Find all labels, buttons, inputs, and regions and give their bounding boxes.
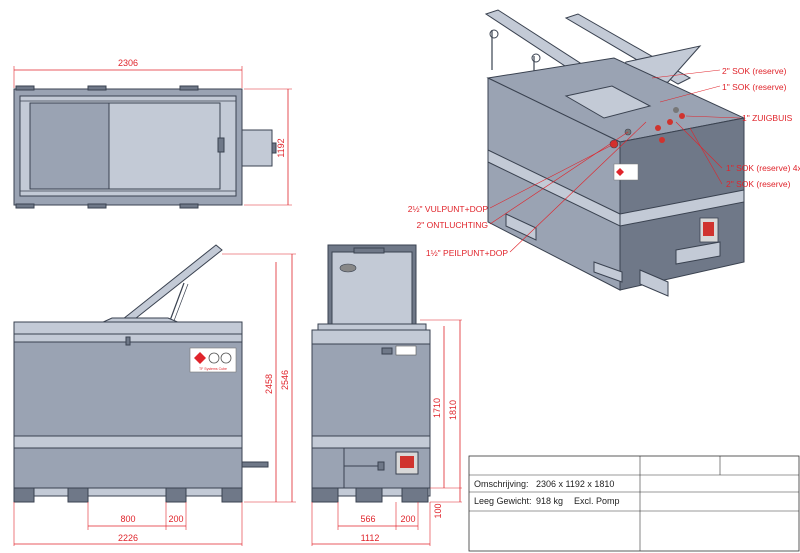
gewicht-note: Excl. Pomp bbox=[574, 496, 620, 506]
top-view-lid bbox=[108, 102, 221, 190]
dim-1710: 1710 bbox=[432, 398, 442, 418]
side-view: 1710 1810 100 566 200 1112 bbox=[311, 244, 462, 546]
dim-566: 566 bbox=[360, 514, 375, 524]
label-plate-text: TF Systems Cube bbox=[199, 367, 227, 371]
callout-sok-2-reserve: 2" SOK (reserve) bbox=[722, 66, 787, 76]
title-block: Omschrijving: 2306 x 1192 x 1810 Leeg Ge… bbox=[468, 455, 800, 552]
callout-ontluchting: 2" ONTLUCHTING bbox=[417, 220, 489, 230]
callout-peilpunt: 1½" PEILPUNT+DOP bbox=[426, 248, 508, 258]
isometric-view bbox=[484, 9, 746, 297]
gewicht-label: Leeg Gewicht: bbox=[474, 496, 532, 506]
top-view: 2306 1192 bbox=[13, 58, 292, 209]
dim-2226: 2226 bbox=[118, 533, 138, 543]
callout-vulpunt: 2½" VULPUNT+DOP bbox=[408, 204, 489, 214]
front-view: TF Systems Cube 2458 2546 800 200 2226 bbox=[13, 244, 296, 546]
dim-1112: 1112 bbox=[361, 533, 380, 543]
dim-800: 800 bbox=[120, 514, 135, 524]
omschrijving-label: Omschrijving: bbox=[474, 479, 529, 489]
dim-100: 100 bbox=[433, 503, 443, 518]
dim-2546: 2546 bbox=[280, 370, 290, 390]
top-view-pump-box bbox=[241, 129, 273, 167]
dim-1192: 1192 bbox=[276, 138, 286, 157]
dim-2306: 2306 bbox=[118, 58, 138, 68]
dim-200-front: 200 bbox=[168, 514, 183, 524]
callout-sok-1-reserve: 1" SOK (reserve) bbox=[722, 82, 787, 92]
omschrijving-value: 2306 x 1192 x 1810 bbox=[536, 479, 614, 489]
callout-sok-2-reserve-b: 2" SOK (reserve) bbox=[726, 179, 791, 189]
gewicht-value: 918 kg bbox=[536, 496, 563, 506]
dim-1810: 1810 bbox=[448, 400, 458, 420]
dim-2458: 2458 bbox=[264, 374, 274, 394]
callout-zuigbuis: 1" ZUIGBUIS bbox=[742, 113, 793, 123]
callout-sok-1-reserve-4x: 1" SOK (reserve) 4x bbox=[726, 163, 800, 173]
dim-200-side: 200 bbox=[400, 514, 415, 524]
callout-leaders bbox=[489, 69, 741, 253]
